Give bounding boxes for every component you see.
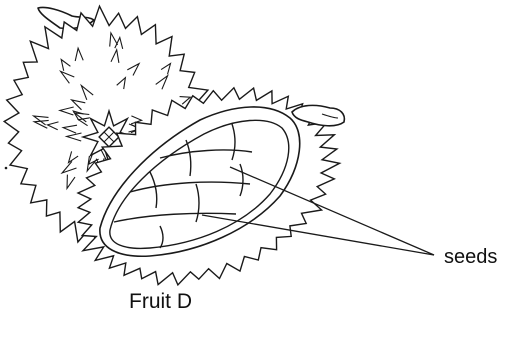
figure-caption: Fruit D (129, 290, 192, 314)
stray-dot (5, 167, 8, 170)
seeds-label: seeds (444, 246, 497, 269)
